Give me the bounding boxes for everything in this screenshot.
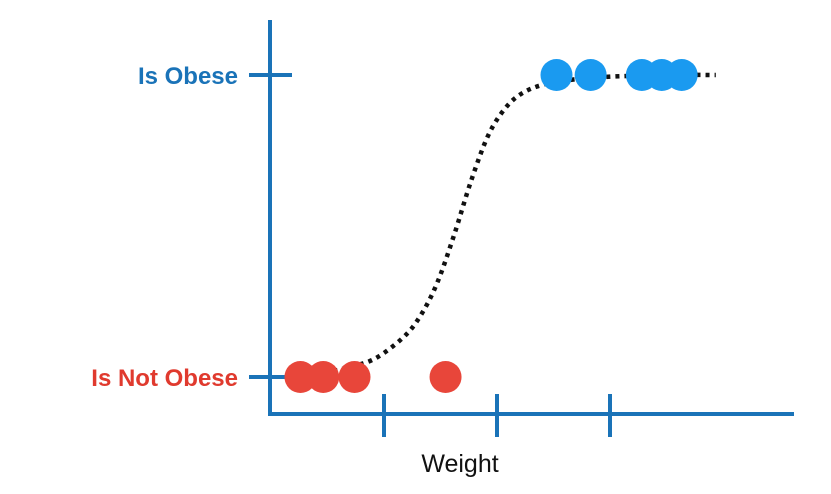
obese-point <box>574 59 607 91</box>
not-obese-point <box>338 361 371 393</box>
y-label-is-obese: Is Obese <box>138 63 238 90</box>
x-ticks <box>382 394 612 437</box>
data-points <box>284 59 698 393</box>
obese-point <box>665 59 698 91</box>
obese-point <box>540 59 573 91</box>
y-label-is-not-obese: Is Not Obese <box>91 365 238 392</box>
not-obese-point <box>284 361 317 393</box>
not-obese-point <box>307 361 340 393</box>
logistic-fit-curve <box>288 72 716 380</box>
x-axis-label: Weight <box>421 450 498 478</box>
not-obese-point <box>429 361 462 393</box>
